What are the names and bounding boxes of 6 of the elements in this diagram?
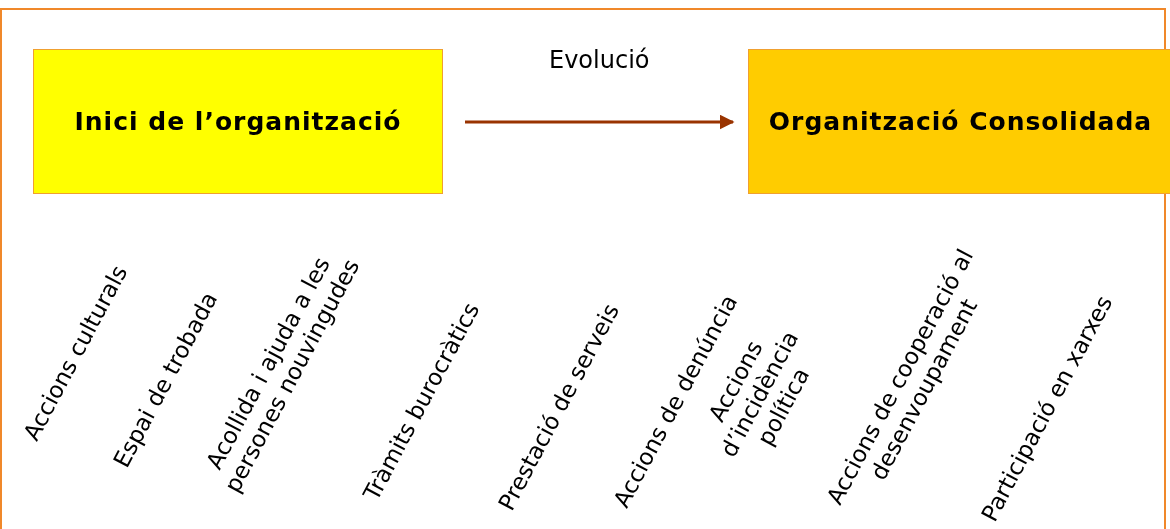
stage-title: Organització Consolidada xyxy=(768,107,1153,136)
stage-box xyxy=(748,49,1170,194)
stage-title: Inici de l’organització xyxy=(74,107,402,136)
edge-label: Evolució xyxy=(549,46,650,74)
stage-box xyxy=(33,49,443,194)
arrow xyxy=(465,114,735,130)
